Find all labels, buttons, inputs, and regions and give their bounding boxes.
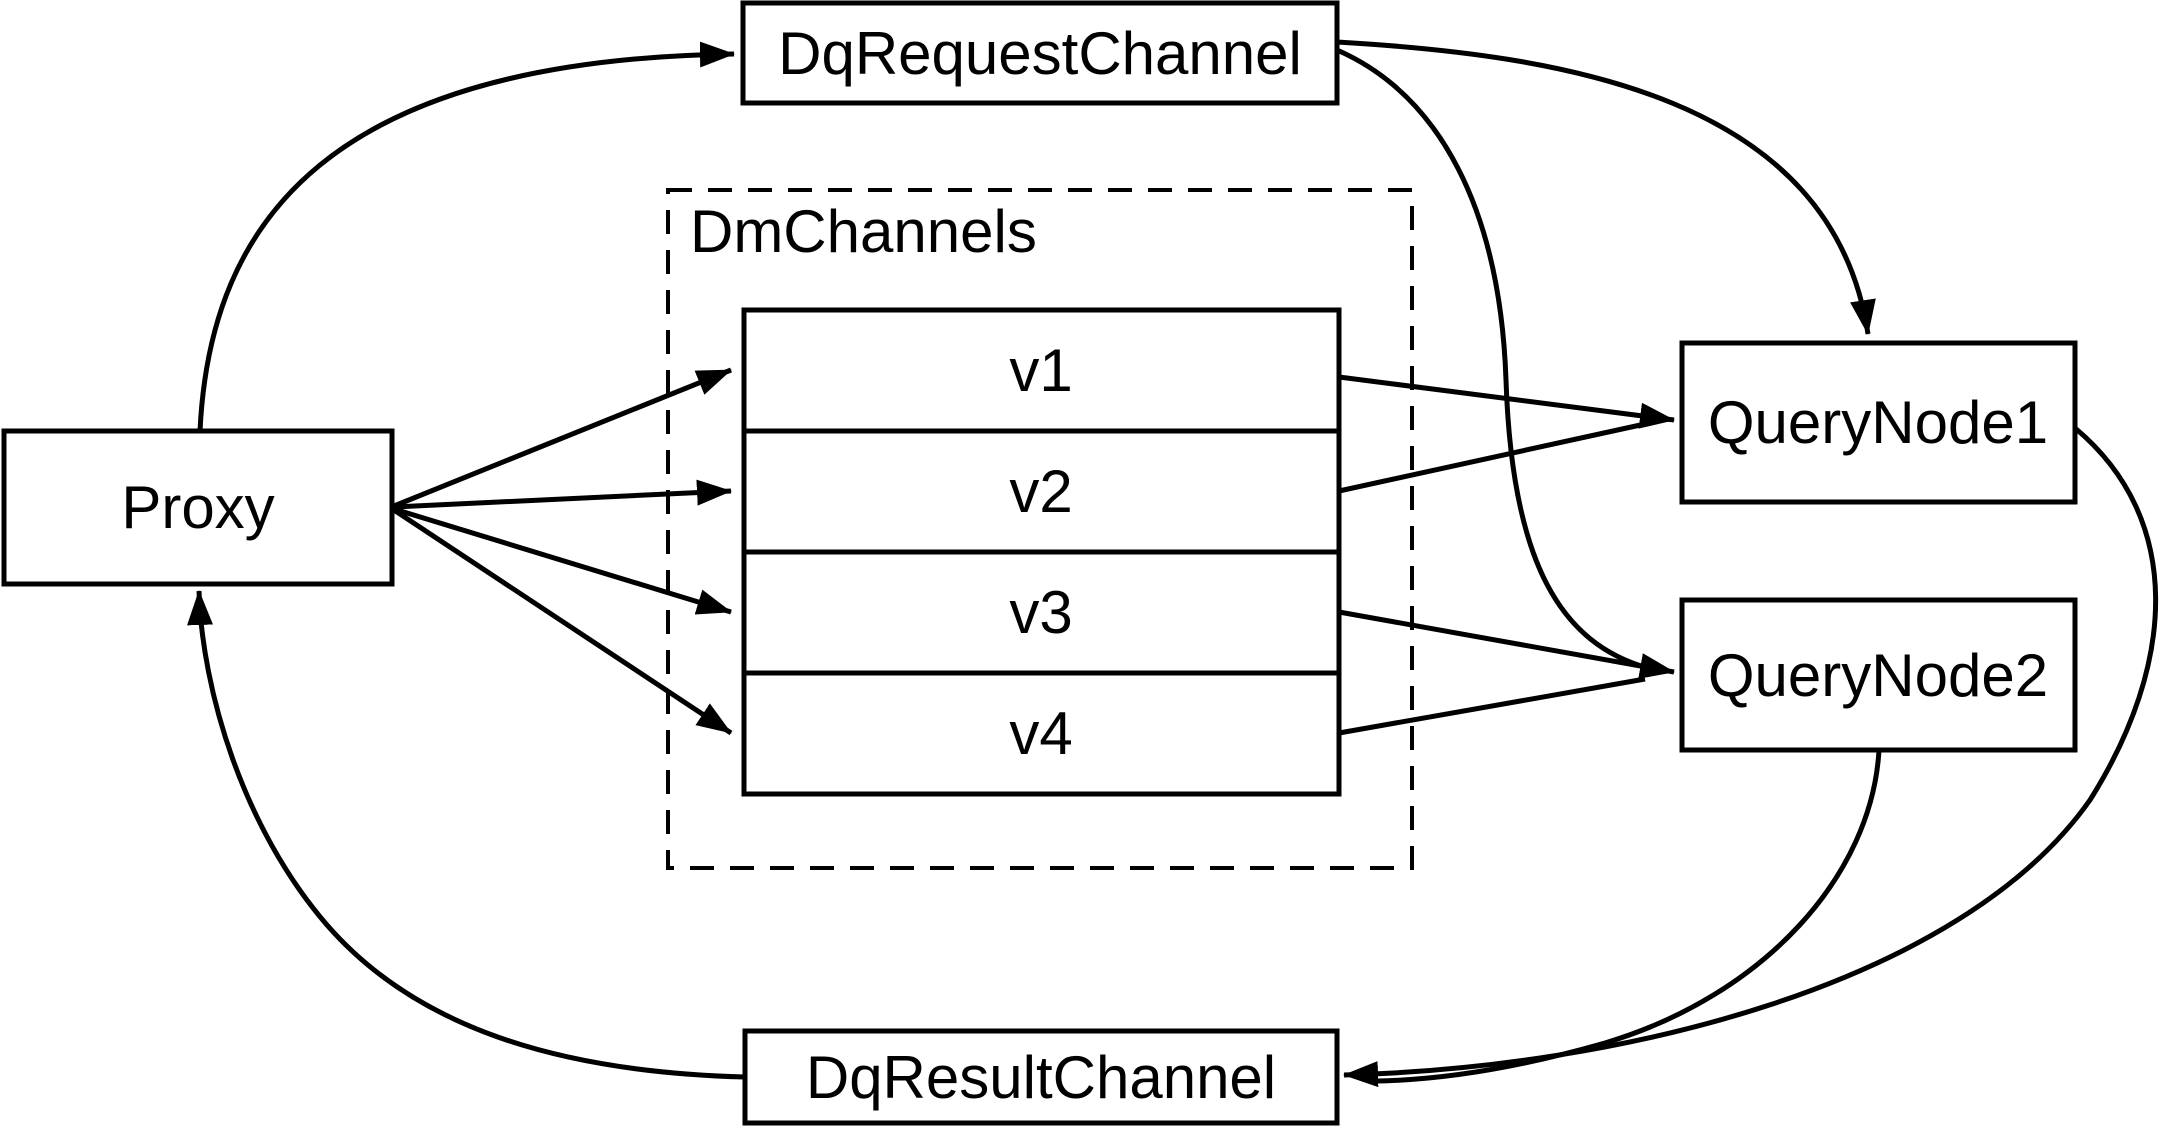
query-node2-node-box bbox=[1679, 597, 2078, 753]
dq-result-channel-node-label: DqResultChannel bbox=[806, 1044, 1276, 1111]
edge-proxy-to-v3 bbox=[393, 506, 732, 615]
edge-proxy-to-v1 bbox=[393, 367, 732, 509]
edge-dq-request-channel-to-query-node2 bbox=[1335, 47, 1649, 671]
edge-dq-result-channel-to-proxy bbox=[187, 590, 746, 1080]
edge-v3-to-query-node2 bbox=[1338, 609, 1675, 679]
edge-v1-to-query-node1 bbox=[1338, 374, 1675, 429]
edge-v4-to-query-node2 bbox=[1338, 676, 1646, 736]
dq-result-channel-node-box bbox=[742, 1028, 1340, 1126]
proxy-node-label: Proxy bbox=[121, 474, 274, 541]
edge-proxy-to-v2 bbox=[393, 479, 732, 510]
edge-proxy-to-v4 bbox=[392, 507, 733, 736]
dm-channels-group-label: DmChannels bbox=[690, 198, 1037, 265]
channel-row-v3 bbox=[741, 549, 1342, 676]
channel-label-v1: v1 bbox=[1009, 337, 1072, 404]
proxy-node-box bbox=[1, 428, 395, 587]
query-node1-node-box bbox=[1679, 340, 2078, 505]
edge-proxy-to-dq-request-channel bbox=[197, 41, 735, 432]
dq-request-channel-node-box bbox=[740, 0, 1340, 106]
channel-label-v3: v3 bbox=[1009, 579, 1072, 646]
dq-request-channel-node-label: DqRequestChannel bbox=[778, 20, 1302, 87]
channel-row-v4 bbox=[741, 670, 1342, 797]
channel-row-v1 bbox=[741, 307, 1342, 434]
channel-label-v2: v2 bbox=[1009, 458, 1072, 525]
query-node2-node-label: QueryNode2 bbox=[1708, 642, 2048, 709]
edge-dq-request-channel-to-query-node1 bbox=[1336, 39, 1876, 335]
edge-v2-to-query-node1 bbox=[1338, 421, 1646, 494]
channel-label-v4: v4 bbox=[1009, 700, 1072, 767]
query-node1-node-label: QueryNode1 bbox=[1708, 389, 2048, 456]
dm-channels-group-box bbox=[666, 188, 1414, 870]
edge-query-node2-to-dq-result-channel bbox=[1377, 749, 1882, 1084]
